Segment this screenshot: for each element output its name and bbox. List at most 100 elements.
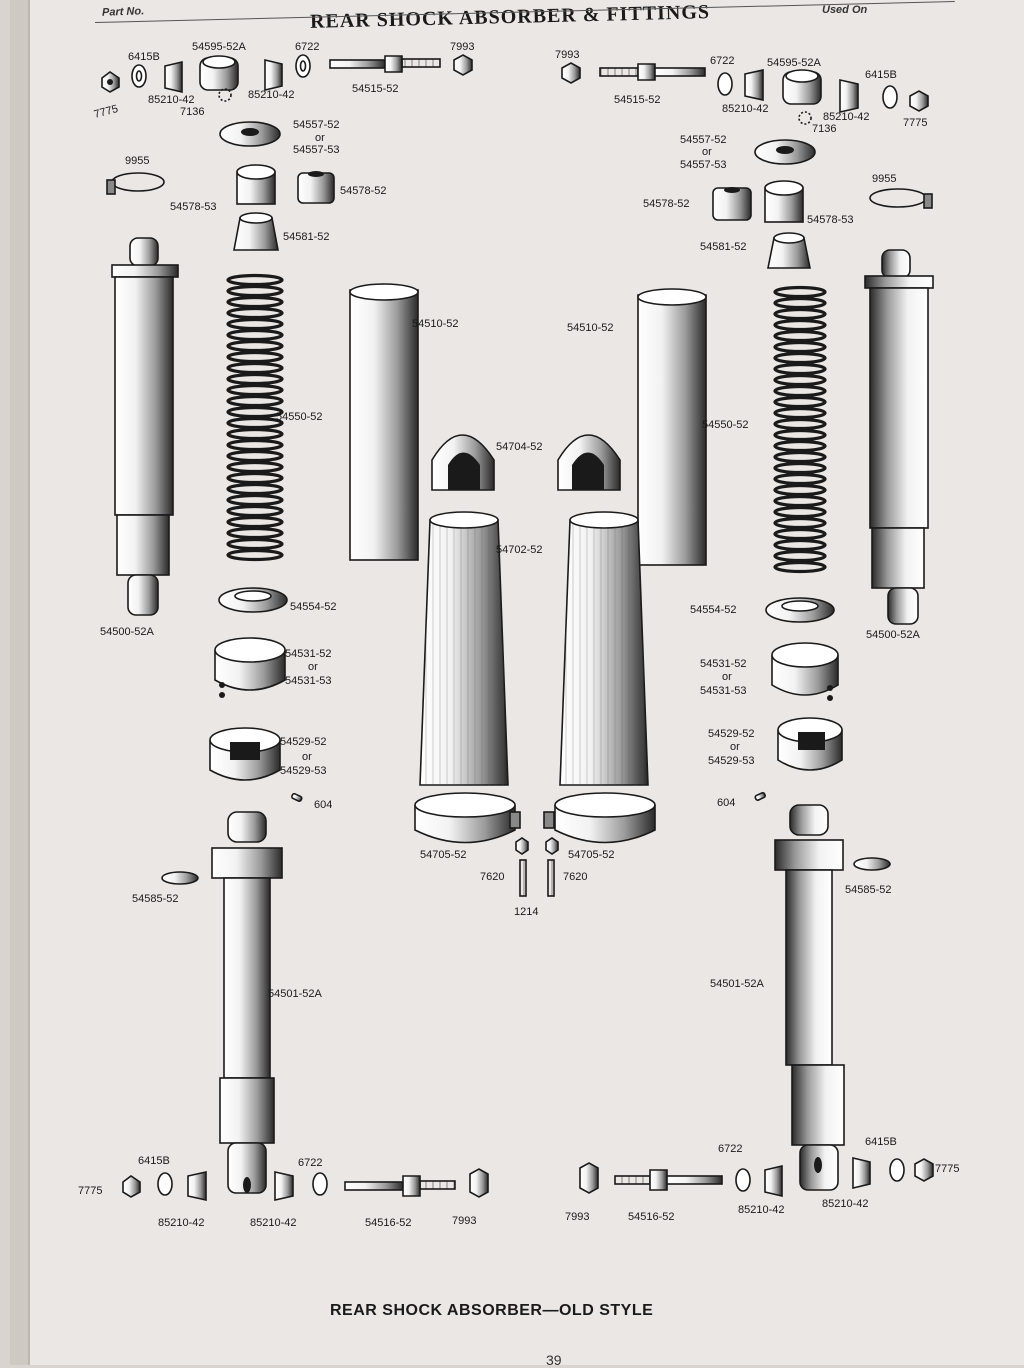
spring-coil <box>226 317 284 331</box>
part-label: 54702-52 <box>496 544 543 556</box>
spring-coil <box>773 329 827 343</box>
cup-54578-53-left <box>236 164 276 205</box>
collar-54531-right <box>771 642 839 701</box>
part-label: 9955 <box>125 155 149 167</box>
shock-absorber-54500-52a-left <box>111 237 179 616</box>
part-label: 54595-52A <box>192 41 246 53</box>
part-label: 7775 <box>935 1163 959 1175</box>
part-label: 54557-53 <box>680 159 727 171</box>
page-spine-shadow <box>10 0 30 1365</box>
part-label: 54531-52 <box>700 658 747 670</box>
part-label: or <box>730 741 740 753</box>
spring-coil <box>226 416 284 430</box>
spring-coil <box>773 560 827 574</box>
spring-coil <box>773 351 827 365</box>
part-label: 54515-52 <box>614 94 661 106</box>
part-label: 7136 <box>812 123 836 135</box>
part-label: 54531-53 <box>700 685 747 697</box>
spring-coil <box>773 461 827 475</box>
part-label: 85210-42 <box>250 1217 297 1229</box>
catalog-page: Part No. Used On REAR SHOCK ABSORBER & F… <box>10 0 1024 1368</box>
part-label: 9955 <box>872 173 896 185</box>
exploded-parts-diagram: 7775 6415B 85210-42 54595-52A 7136 85210… <box>78 41 959 1229</box>
diagram-caption: REAR SHOCK ABSORBER—OLD STYLE <box>330 1302 654 1319</box>
cover-tube-54510-52-right <box>637 288 707 566</box>
spring-coil <box>226 427 284 441</box>
spring-coil <box>226 482 284 496</box>
bushing-85210-42-bottom-right-inner <box>764 1164 783 1198</box>
part-label: or <box>302 751 312 763</box>
collar-54529-right <box>777 717 843 771</box>
bushing-85210-42-top-left-inner <box>264 58 283 92</box>
part-label: 7775 <box>93 103 120 121</box>
spring-coil <box>226 328 284 342</box>
nut-7775-bottom-right <box>914 1158 934 1182</box>
nut-7775-bottom-left <box>122 1175 141 1198</box>
spring-coil <box>773 505 827 519</box>
part-label: 7993 <box>555 49 579 61</box>
nut-7993-top-left <box>453 54 473 76</box>
nut-7775-top-right <box>909 90 929 112</box>
part-label: 54510-52 <box>412 318 459 330</box>
cup-54585-52-right <box>853 857 891 871</box>
part-label: 85210-42 <box>823 111 870 123</box>
spring-coil <box>226 383 284 397</box>
spring-coil <box>226 306 284 320</box>
washer-6415b-top-right <box>882 85 898 109</box>
part-label: 54529-53 <box>280 765 327 777</box>
nut-7993-bottom-left <box>469 1168 489 1198</box>
part-label: or <box>315 132 325 144</box>
part-label: or <box>722 671 732 683</box>
washer-6722-bottom-left <box>312 1172 328 1196</box>
part-label: 54529-52 <box>280 736 327 748</box>
spring-coil <box>773 417 827 431</box>
spring-coil <box>773 428 827 442</box>
part-label: 54578-53 <box>170 201 217 213</box>
spring-coil <box>226 405 284 419</box>
part-label: 85210-42 <box>738 1204 785 1216</box>
spring-coil <box>773 340 827 354</box>
part-label: 54704-52 <box>496 441 543 453</box>
part-label: 54585-52 <box>845 884 892 896</box>
part-label: or <box>308 661 318 673</box>
spring-coil <box>773 527 827 541</box>
spring-coil <box>226 295 284 309</box>
cap-54704-52-left <box>431 434 495 491</box>
spring-coil <box>226 515 284 529</box>
part-label: 54581-52 <box>700 241 747 253</box>
part-label: 54581-52 <box>283 231 330 243</box>
collar-54531-left <box>214 637 286 698</box>
part-label: 54515-52 <box>352 83 399 95</box>
spring-coil <box>773 307 827 321</box>
cup-54585-52-left <box>161 871 199 885</box>
part-label: 54516-52 <box>365 1217 412 1229</box>
part-label: 54585-52 <box>132 893 179 905</box>
cup-54578-52-left <box>297 171 335 204</box>
spring-coil <box>226 504 284 518</box>
spring-coil <box>226 372 284 386</box>
spring-coil <box>773 406 827 420</box>
spring-coil <box>773 450 827 464</box>
spring-coil <box>226 526 284 540</box>
clamp-9955-left <box>106 172 165 195</box>
spring-coil <box>226 471 284 485</box>
part-label: 6722 <box>298 1157 322 1169</box>
part-label: 6415B <box>138 1155 170 1167</box>
spring-54550-52-left <box>226 273 284 562</box>
nut-7993-bottom-right <box>579 1162 599 1194</box>
part-label: 54705-52 <box>568 849 615 861</box>
bushing-85210-42-top-left-outer <box>164 60 183 94</box>
spring-coil <box>226 284 284 298</box>
bushing-85210-42-bottom-left-outer <box>187 1171 207 1201</box>
stud-54515-52-top-right <box>599 63 706 81</box>
cover-tube-54510-52-left <box>349 283 419 561</box>
nut-7620-left <box>515 837 529 855</box>
spring-seat-54554-52-left <box>218 587 288 613</box>
part-label: 7993 <box>450 41 474 53</box>
spring-coil <box>773 384 827 398</box>
part-label: 6722 <box>718 1143 742 1155</box>
part-label: 54529-52 <box>708 728 755 740</box>
part-label: 54510-52 <box>567 322 614 334</box>
used-on-heading: Used On <box>822 4 868 16</box>
part-label: 54557-53 <box>293 144 340 156</box>
